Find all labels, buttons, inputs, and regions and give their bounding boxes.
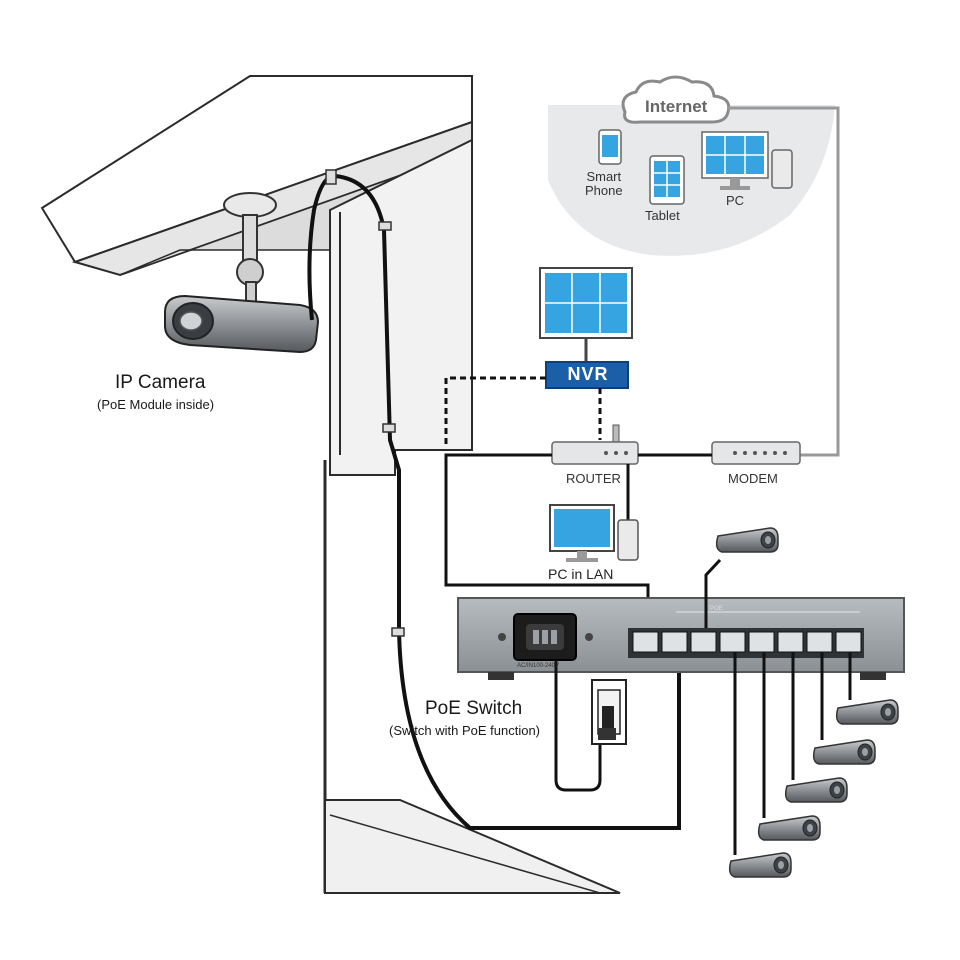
small-ip-camera [715,527,779,553]
ground-slab [324,799,621,894]
ip-camera [164,192,320,354]
tablet-label: Tablet [645,208,680,223]
small-ip-camera [728,852,792,878]
switch-port [806,631,833,653]
ac-input-label: AC/IN100-240V [517,663,560,669]
small-ip-camera [757,815,821,841]
internet-label: Internet [645,97,708,116]
smart-phone-label: Smart Phone [585,169,623,198]
pc-label: PC [726,193,745,208]
pc-tower-icon [771,149,793,189]
lan-pc-tower-icon [617,519,639,561]
modem-label: MODEM [728,471,778,486]
camera-poe-cable [307,174,681,830]
small-ip-camera [784,777,848,803]
switch-port [835,631,862,653]
poe-switch-sublabel: (Switch with PoE function) [389,723,541,738]
roof-eave [40,75,473,264]
nvr-unit [539,267,633,389]
poe-ports-label: POE [710,606,723,612]
house-structure [40,75,621,894]
nvr-label: NVR [567,364,609,384]
cable-clip [378,221,392,231]
pc-in-lan [549,504,639,562]
cable-clip [382,423,396,433]
camera-lens [179,311,203,331]
ip-camera-sublabel: (PoE Module inside) [97,397,215,412]
internet-modem-cable [728,106,840,457]
nvr-box [545,361,629,389]
cable-clip [391,627,405,637]
small-ip-camera [812,739,876,765]
wall-outlet-icon [591,679,627,745]
switch-port [748,631,775,653]
modem-device [711,441,801,465]
cable-clip [325,169,337,185]
internet-cloud [621,75,731,124]
switch-port [661,631,688,653]
router-icon [551,441,639,465]
power-cord [554,660,602,792]
poe-switch-label: PoE Switch [425,698,523,719]
switch-port [690,631,717,653]
switch-port [719,631,746,653]
router-label: ROUTER [566,471,621,486]
pc-in-lan-label: PC in LAN [548,566,614,582]
switch-port [632,631,659,653]
nvr-switch-cable [444,376,546,448]
switch-port [777,631,804,653]
ip-camera-label: IP Camera [115,372,206,393]
switch-camera-cable [704,558,722,628]
internet-zone [548,75,835,256]
camera-mount-plate [223,192,277,218]
small-ip-camera [835,699,899,725]
router-device [551,424,639,465]
